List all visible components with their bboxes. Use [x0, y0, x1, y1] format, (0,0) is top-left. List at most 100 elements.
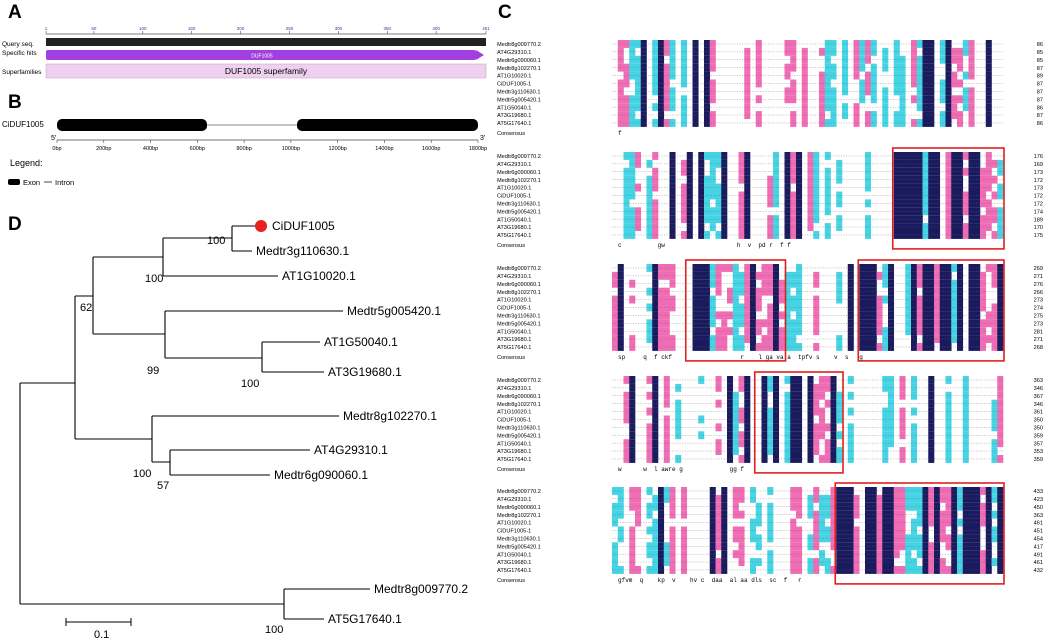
alignment-cell [652, 231, 659, 239]
alignment-cell [928, 183, 935, 192]
alignment-cell [715, 439, 722, 448]
alignment-cell [790, 231, 797, 239]
alignment-cell [790, 303, 797, 312]
sequence-name: AT5G17640.1 [497, 568, 531, 574]
alignment-cell [985, 215, 992, 224]
alignment-cell [738, 287, 745, 296]
alignment-cell [784, 87, 791, 96]
alignment-cell [865, 231, 872, 239]
gene-name: CiDUF1005 [2, 120, 44, 129]
alignment-cell [732, 271, 739, 280]
alignment-cell [681, 167, 688, 176]
scale-tick-label: 100 [139, 26, 147, 31]
alignment-cell [870, 47, 877, 56]
alignment-cell [928, 431, 935, 440]
alignment-cell [847, 455, 854, 463]
bp-tick-label: 800bp [236, 146, 251, 152]
alignment-cell [658, 510, 665, 519]
alignment-cell [974, 287, 981, 296]
alignment-cell [623, 175, 630, 184]
alignment-cell [899, 376, 906, 384]
alignment-cell [681, 79, 688, 88]
alignment-cell [704, 119, 711, 127]
alignment-cell [922, 63, 929, 72]
alignment-cell [905, 175, 912, 184]
alignment-cell [767, 311, 774, 320]
sequence-name: Medtr6g090060.1 [497, 505, 541, 511]
sequence-end-position: 169 [1034, 162, 1043, 168]
alignment-cell [658, 40, 665, 48]
alignment-cell [865, 40, 872, 48]
alignment-cell [865, 111, 872, 119]
alignment-cell [980, 303, 987, 312]
alignment-cell [767, 566, 774, 574]
alignment-cell [980, 183, 987, 192]
sequence-name: AT3G19680.1 [497, 225, 531, 231]
alignment-cell [790, 415, 797, 424]
alignment-cell [658, 71, 665, 80]
sequence-end-position: 281 [1034, 329, 1043, 335]
alignment-cell [951, 111, 958, 119]
alignment-cell [715, 542, 722, 551]
alignment-cell [819, 518, 826, 527]
alignment-cell [732, 502, 739, 511]
alignment-cell [681, 71, 688, 80]
alignment-cell [709, 319, 716, 328]
alignment-cell [652, 215, 659, 224]
alignment-cell [704, 79, 711, 88]
alignment-cell [847, 271, 854, 280]
alignment-cell [681, 40, 688, 48]
alignment-cell [709, 487, 716, 495]
consensus-label: Consensus [497, 131, 525, 137]
alignment-cell [870, 542, 877, 551]
alignment-cell [905, 271, 912, 280]
alignment-cell [732, 303, 739, 312]
alignment-cell [738, 494, 745, 503]
alignment-cell [957, 287, 964, 296]
alignment-cell [761, 455, 768, 463]
alignment-cell [813, 447, 820, 455]
alignment-cell [842, 55, 849, 64]
alignment-cell [905, 494, 912, 503]
alignment-cell [704, 191, 711, 200]
alignment-cell [790, 55, 797, 64]
alignment-cell [974, 494, 981, 503]
alignment-cell [652, 167, 659, 176]
alignment-cell [928, 319, 935, 328]
alignment-cell [899, 542, 906, 551]
alignment-cell [922, 71, 929, 80]
alignment-cell [652, 526, 659, 535]
alignment-cell [824, 223, 831, 231]
alignment-cell [876, 311, 883, 320]
alignment-cell [790, 542, 797, 551]
alignment-cell [922, 119, 929, 127]
alignment-cell [899, 231, 906, 239]
alignment-cell [658, 79, 665, 88]
alignment-cell [985, 103, 992, 112]
alignment-cell [813, 383, 820, 392]
alignment-cell [738, 335, 745, 343]
alignment-cell [704, 279, 711, 288]
alignment-cell [629, 55, 636, 64]
alignment-cell [652, 343, 659, 351]
alignment-cell [796, 502, 803, 511]
alignment-cell [876, 542, 883, 551]
alignment-cell [709, 207, 716, 216]
alignment-cell [847, 494, 854, 503]
alignment-cell [985, 159, 992, 168]
alignment-cell [974, 487, 981, 495]
sequence-name: Medtr8g102270.1 [497, 402, 541, 408]
alignment-cell [870, 87, 877, 96]
alignment-cell [928, 311, 935, 320]
consensus-sequence: f [618, 130, 622, 137]
alignment-cell [675, 415, 682, 424]
alignment-cell [652, 63, 659, 72]
alignment-cell [681, 63, 688, 72]
alignment-cell [732, 431, 739, 440]
alignment-cell [704, 231, 711, 239]
alignment-cell [985, 111, 992, 119]
alignment-cell [865, 47, 872, 56]
sequence-end-position: 363 [1034, 513, 1043, 519]
alignment-cell [957, 231, 964, 239]
